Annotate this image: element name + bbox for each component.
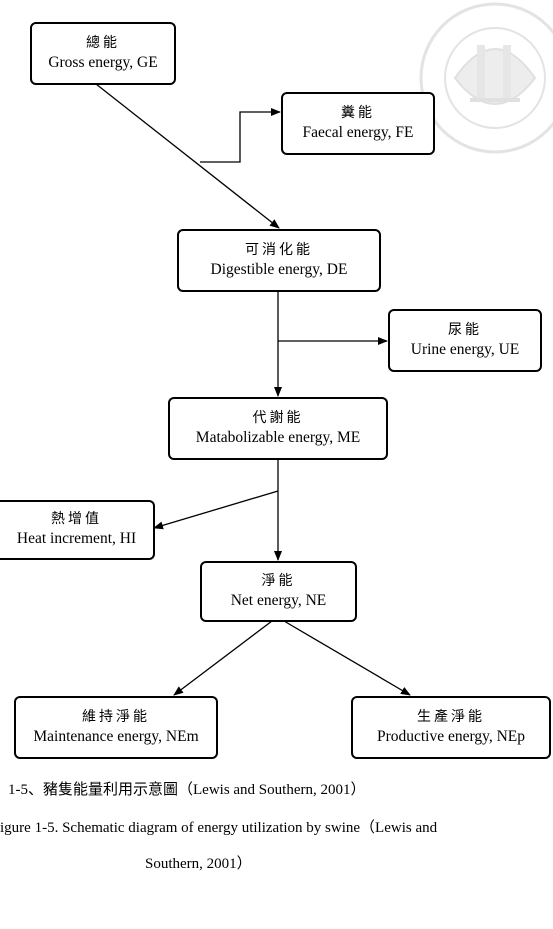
node-heat-increment-en: Heat increment, HI <box>16 530 137 547</box>
node-net-energy: 淨能 Net energy, NE <box>200 561 357 622</box>
arrow-to-hi <box>153 490 279 530</box>
node-urine-energy: 尿能 Urine energy, UE <box>388 309 542 372</box>
node-maintenance-energy: 維持淨能 Maintenance energy, NEm <box>14 696 218 759</box>
node-metabolizable-energy-zh: 代謝能 <box>252 410 304 426</box>
node-heat-increment-zh: 熱增值 <box>51 512 102 527</box>
node-maintenance-energy-zh: 維持淨能 <box>82 709 150 725</box>
node-digestible-energy: 可消化能 Digestible energy, DE <box>177 229 381 292</box>
figure-caption-zh: 1-5、豬隻能量利用示意圖（Lewis and Southern, 2001） <box>8 782 366 798</box>
node-metabolizable-energy: 代謝能 Matabolizable energy, ME <box>168 397 388 460</box>
node-urine-energy-zh: 尿能 <box>448 322 482 338</box>
node-heat-increment: 熱增值 Heat increment, HI <box>0 500 155 560</box>
node-maintenance-energy-en: Maintenance energy, NEm <box>33 727 199 745</box>
node-digestible-energy-en: Digestible energy, DE <box>210 260 348 278</box>
figure-caption-en-line2: Southern, 2001） <box>145 856 252 872</box>
node-faecal-energy-en: Faecal energy, FE <box>302 123 414 141</box>
arrow-ge-to-de <box>95 83 280 229</box>
node-net-energy-en: Net energy, NE <box>230 591 327 609</box>
arrow-ne-to-nep <box>283 620 411 696</box>
university-seal-watermark-icon <box>419 2 553 154</box>
node-urine-energy-en: Urine energy, UE <box>410 340 520 358</box>
arrow-ne-to-nem <box>173 620 273 696</box>
node-metabolizable-energy-en: Matabolizable energy, ME <box>195 428 361 446</box>
node-faecal-energy-zh: 糞能 <box>341 105 375 121</box>
node-productive-energy: 生產淨能 Productive energy, NEp <box>351 696 551 759</box>
node-gross-energy: 總能 Gross energy, GE <box>30 22 176 85</box>
node-productive-energy-en: Productive energy, NEp <box>376 727 526 745</box>
arrow-to-fe <box>200 108 281 163</box>
node-net-energy-zh: 淨能 <box>261 573 296 589</box>
figure-caption-en-line1: igure 1-5. Schematic diagram of energy u… <box>0 820 438 836</box>
node-digestible-energy-zh: 可消化能 <box>245 242 313 258</box>
node-gross-energy-en: Gross energy, GE <box>48 53 158 71</box>
node-gross-energy-zh: 總能 <box>86 35 120 51</box>
node-productive-energy-zh: 生產淨能 <box>417 709 485 725</box>
node-faecal-energy: 糞能 Faecal energy, FE <box>281 92 435 155</box>
